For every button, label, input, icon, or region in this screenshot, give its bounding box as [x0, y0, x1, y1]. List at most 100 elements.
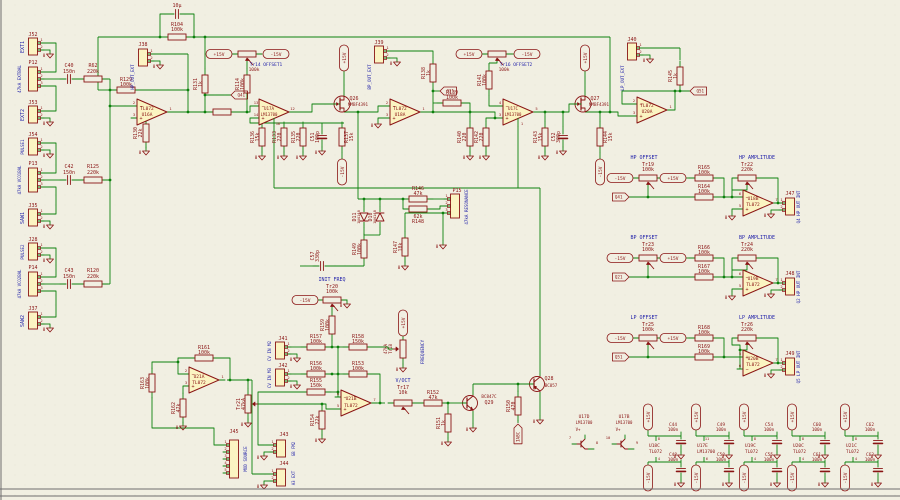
net-label-Q51[interactable]: Q51: [612, 352, 630, 362]
resistor-R146[interactable]: [402, 195, 434, 203]
pot-Tr21[interactable]: [244, 388, 258, 420]
capacitor-C62[interactable]: [872, 431, 884, 453]
trimmer-Tr26[interactable]: [731, 334, 763, 350]
resistor-R151[interactable]: [444, 407, 452, 439]
resistor-R156[interactable]: [300, 370, 332, 378]
power-flag--15V[interactable]: -15V: [787, 464, 797, 492]
gnd-symbol[interactable]: 0: [43, 49, 54, 59]
resistor-R114[interactable]: [243, 68, 251, 100]
gnd-symbol[interactable]: 0: [466, 423, 477, 433]
capacitor-C60[interactable]: [819, 431, 831, 453]
connector-J41[interactable]: 12: [275, 341, 292, 360]
gnd-symbol[interactable]: 0: [139, 146, 150, 156]
gnd-symbol[interactable]: 0: [398, 261, 409, 271]
resistor-R168[interactable]: [688, 334, 720, 342]
gnd-symbol[interactable]: 0: [153, 60, 164, 70]
gnd-symbol[interactable]: 0: [255, 151, 266, 161]
resistor-R166[interactable]: [688, 254, 720, 262]
gnd-symbol[interactable]: 0: [441, 437, 452, 447]
resistor-R138[interactable]: [429, 57, 437, 89]
capacitor-C57[interactable]: [312, 261, 332, 271]
power-flag--15V[interactable]: -15V: [513, 49, 541, 59]
resistor-R130[interactable]: [142, 117, 150, 149]
resistor-R152[interactable]: [417, 399, 449, 407]
pot-Tr18[interactable]: [393, 333, 407, 365]
gnd-symbol[interactable]: 0: [722, 479, 733, 488]
resistor-R62[interactable]: [77, 75, 109, 83]
capacitor-C52[interactable]: [557, 126, 569, 148]
power-flag-+15V[interactable]: +15V: [840, 403, 850, 431]
opamp-U20B[interactable]: +−567: [736, 349, 780, 377]
opamp-U21B[interactable]: −+657: [334, 389, 378, 417]
power-flag--15V[interactable]: -15V: [606, 333, 634, 343]
resistor-R143[interactable]: [541, 121, 549, 153]
jfet-Q27[interactable]: [574, 95, 592, 113]
resistor-R164[interactable]: [688, 193, 720, 201]
power-flag--15V[interactable]: -15V: [337, 158, 347, 186]
trimmer-Tr14[interactable]: [231, 50, 263, 66]
resistor-R137[interactable]: [338, 121, 346, 153]
gnd-symbol[interactable]: 0: [722, 451, 733, 460]
power-flag--15V[interactable]: -15V: [643, 464, 653, 492]
gnd-symbol[interactable]: 0: [725, 291, 736, 301]
resistor-R142[interactable]: [482, 121, 490, 153]
resistor-R158[interactable]: [342, 343, 374, 351]
power-flag--15V[interactable]: -15V: [595, 158, 605, 186]
resistor-R154[interactable]: [318, 404, 326, 436]
opamp-U21A[interactable]: −+231: [182, 366, 226, 394]
gnd-symbol[interactable]: 0: [871, 451, 882, 460]
gnd-symbol[interactable]: 0: [725, 211, 736, 221]
connector-J48[interactable]: 12: [778, 277, 795, 296]
capacitor-10u[interactable]: [167, 9, 187, 19]
connector-J49[interactable]: 12: [778, 357, 795, 376]
gnd-symbol[interactable]: 0: [770, 479, 781, 488]
power-flag-+15V[interactable]: +15V: [580, 44, 590, 72]
resistor-R136[interactable]: [258, 121, 266, 153]
gnd-symbol[interactable]: 0: [257, 480, 268, 490]
gnd-symbol[interactable]: 0: [479, 151, 490, 161]
trimmer-Tr19[interactable]: [632, 174, 664, 190]
resistor-R161[interactable]: [188, 354, 220, 362]
resistor-R157[interactable]: [300, 343, 332, 351]
connector-J44[interactable]: 12: [269, 468, 286, 487]
gnd-symbol[interactable]: 0: [290, 380, 301, 390]
resistor-R163[interactable]: [148, 367, 156, 399]
capacitor-C55[interactable]: [771, 459, 783, 481]
power-flag--15V[interactable]: -15V: [691, 464, 701, 492]
power-flag-+15V[interactable]: +15V: [659, 253, 687, 263]
resistor-R155[interactable]: [300, 388, 332, 396]
capacitor-C54[interactable]: [771, 431, 783, 453]
gnd-symbol[interactable]: 0: [290, 353, 301, 363]
gnd-symbol[interactable]: 0: [770, 451, 781, 460]
capacitor-C50[interactable]: [723, 459, 735, 481]
net-label-Q21[interactable]: Q21: [439, 86, 457, 96]
connector-J37[interactable]: 12: [28, 311, 45, 330]
trimmer-Tr22[interactable]: [731, 174, 763, 190]
resistor-R120[interactable]: [77, 280, 109, 288]
jfet-Q26[interactable]: [333, 95, 351, 113]
capacitor-C49[interactable]: [723, 431, 735, 453]
gnd-symbol[interactable]: 0: [396, 363, 407, 373]
gnd-symbol[interactable]: 0: [764, 289, 775, 299]
capacitor-C42[interactable]: [59, 175, 79, 185]
gnd-symbol[interactable]: 0: [371, 119, 382, 129]
gnd-symbol[interactable]: 0: [43, 220, 54, 230]
diode-D10[interactable]: [375, 206, 385, 228]
opamp-U18B[interactable]: −+657: [736, 189, 780, 217]
gnd-symbol[interactable]: 0: [390, 57, 401, 67]
power-flag-+15V[interactable]: +15V: [691, 403, 701, 431]
diode-D11[interactable]: [359, 206, 369, 228]
power-flag-+15V[interactable]: +15V: [739, 403, 749, 431]
power-flag-+15V[interactable]: +15V: [339, 44, 349, 72]
gnd-symbol[interactable]: 0: [315, 434, 326, 444]
resistor-R139[interactable]: [436, 99, 468, 107]
gnd-symbol[interactable]: 0: [764, 209, 775, 219]
capacitor-C44[interactable]: [675, 431, 687, 453]
resistor-R129[interactable]: [110, 86, 142, 94]
gnd-symbol[interactable]: 0: [674, 451, 685, 460]
connector-J54[interactable]: 12: [28, 137, 45, 156]
power-flag--15V[interactable]: -15V: [262, 49, 290, 59]
gnd-symbol[interactable]: 0: [340, 299, 351, 309]
connector-J28[interactable]: 12: [28, 242, 45, 261]
